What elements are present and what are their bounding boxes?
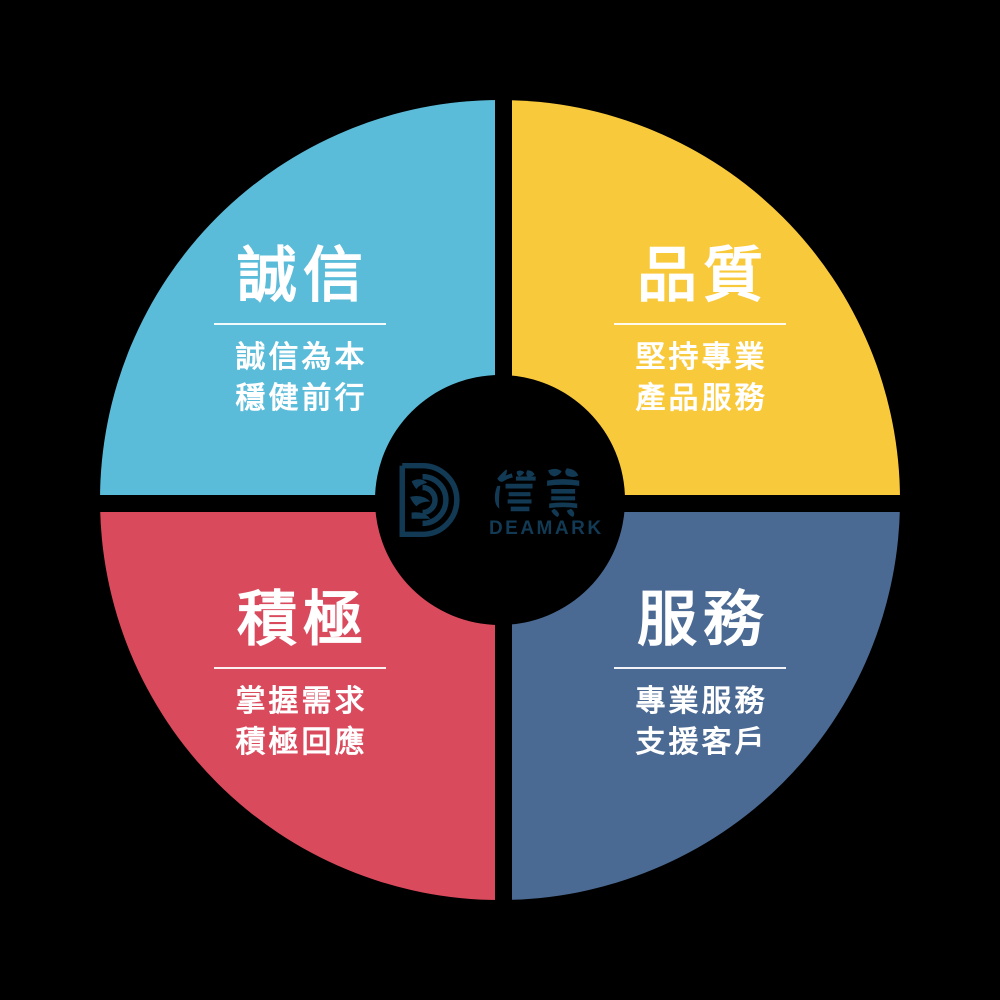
- quadrant-text-proactive: 積極 掌握需求 積極回應: [130, 586, 470, 764]
- quadrant-rule-proactive: [214, 666, 386, 669]
- center-logo[interactable]: DEAMARK: [390, 440, 610, 560]
- deamark-d-monogram-icon: [399, 462, 460, 538]
- quadrant-heading-integrity: 誠信: [237, 242, 369, 309]
- donut-chart: [96, 96, 904, 904]
- quadrant-subline2-quality: 產品服務: [635, 382, 768, 416]
- quadrant-text-service: 服務 專業服務 支援客戶: [530, 586, 870, 764]
- logo-latin-text: DEAMARK: [488, 517, 604, 539]
- logo-cjk-characters-icon: [494, 467, 580, 517]
- quadrant-rule-service: [614, 666, 786, 669]
- quadrant-heading-service: 服務: [637, 586, 769, 653]
- quadrant-text-integrity: 誠信 誠信為本 穩健前行: [130, 242, 470, 420]
- quadrant-subline1-proactive: 掌握需求: [235, 684, 368, 718]
- quadrant-subline2-service: 支援客戶: [635, 726, 768, 760]
- quadrant-rule-integrity: [214, 322, 386, 325]
- quadrant-subline1-quality: 堅持專業: [635, 340, 768, 374]
- quadrant-heading-quality: 品質: [637, 242, 769, 309]
- quadrant-text-quality: 品質 堅持專業 產品服務: [530, 242, 870, 420]
- quadrant-subline2-proactive: 積極回應: [235, 726, 368, 760]
- logo-wordmark: DEAMARK: [486, 463, 603, 538]
- quadrant-subline1-integrity: 誠信為本: [235, 340, 368, 374]
- quadrant-subline2-integrity: 穩健前行: [235, 382, 368, 416]
- quadrant-rule-quality: [614, 322, 786, 325]
- quadrant-heading-proactive: 積極: [237, 586, 369, 653]
- quadrant-subline1-service: 專業服務: [635, 684, 768, 718]
